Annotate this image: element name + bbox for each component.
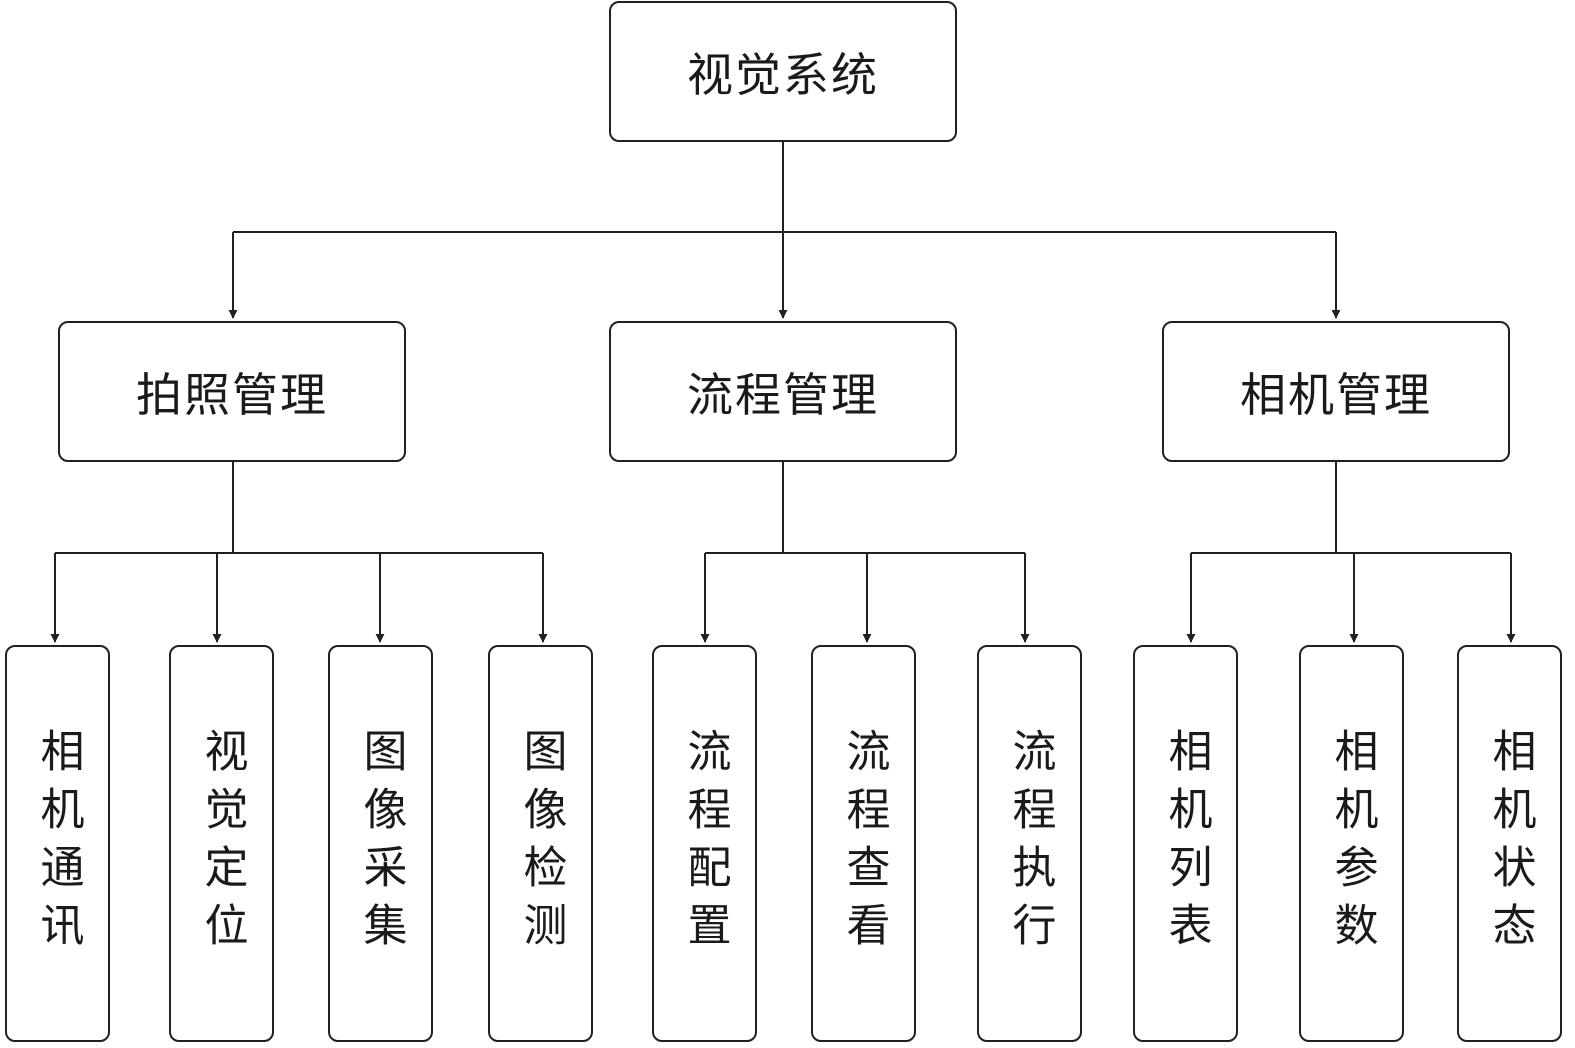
root-node: 视觉系统 [609,1,957,142]
leaf-node-camera-communication: 相机通讯 [5,645,110,1042]
leaf-node-image-capture: 图像采集 [328,645,433,1042]
leaf-node-camera-status: 相机状态 [1457,645,1562,1042]
leaf-node-process-config: 流程配置 [652,645,757,1042]
leaf-node-vision-positioning: 视觉定位 [169,645,274,1042]
branch-node-camera-management: 相机管理 [1162,321,1510,462]
leaf-node-image-detection: 图像检测 [488,645,593,1042]
leaf-node-camera-parameters: 相机参数 [1299,645,1404,1042]
branch-node-process-management: 流程管理 [609,321,957,462]
leaf-node-process-view: 流程查看 [811,645,916,1042]
leaf-node-camera-list: 相机列表 [1133,645,1238,1042]
branch-node-photo-management: 拍照管理 [58,321,406,462]
leaf-node-process-execute: 流程执行 [977,645,1082,1042]
